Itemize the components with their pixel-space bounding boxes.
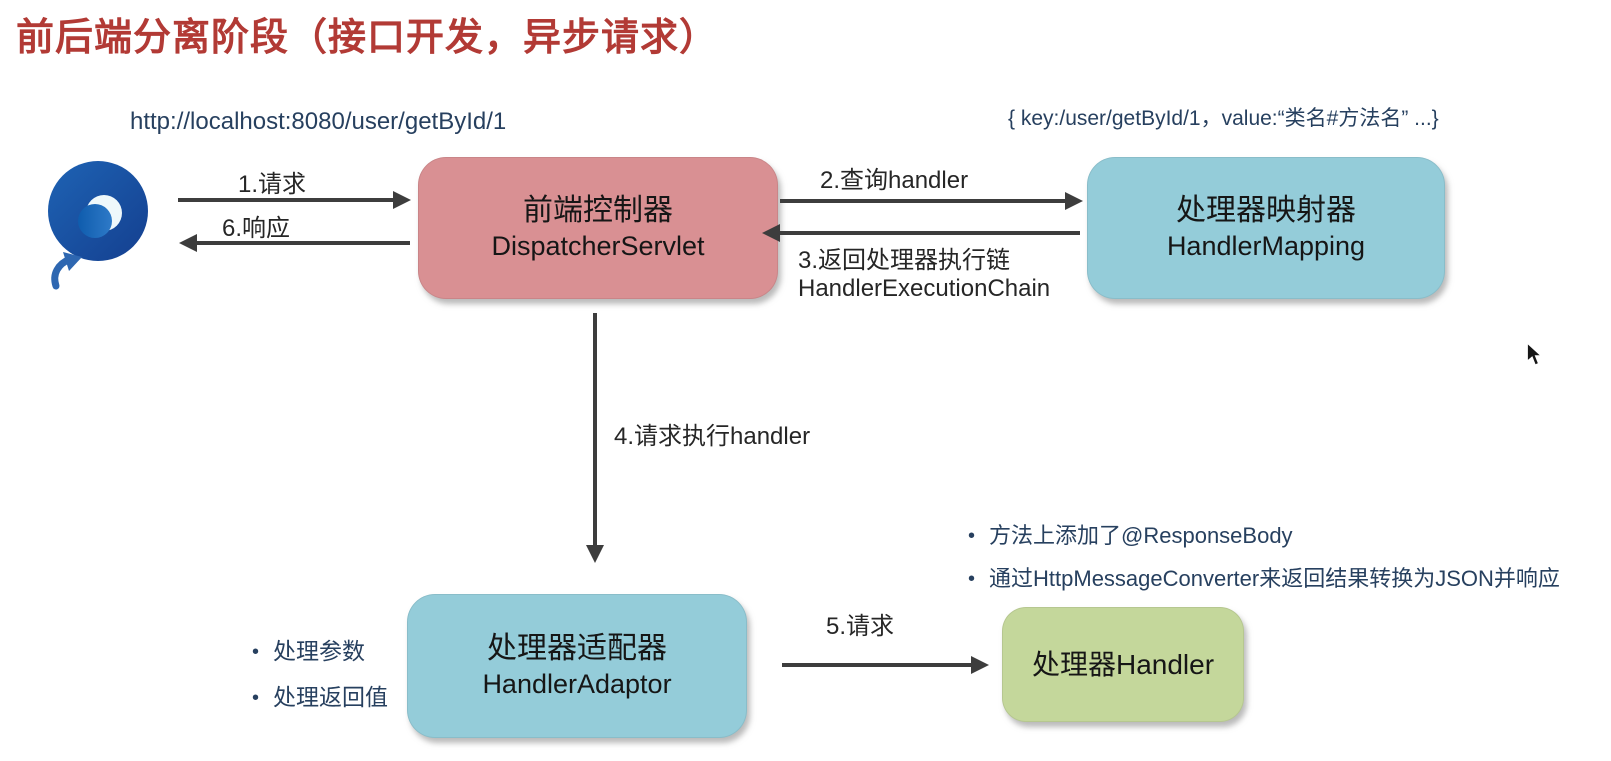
request-url-text: http://localhost:8080/user/getById/1	[130, 108, 507, 135]
adaptor-note-return-value: 处理返回值	[252, 678, 388, 712]
handler-note-responsebody: 方法上添加了@ResponseBody	[968, 518, 1293, 550]
arrow-step6-response	[179, 234, 410, 252]
node-handler-mapping-name-en: HandlerMapping	[1166, 230, 1366, 261]
node-handler-adaptor-name-cn: 处理器适配器	[487, 632, 667, 666]
arrow-step6-label: 6.响应	[222, 215, 291, 242]
node-handler-name: 处理器Handler	[1031, 649, 1215, 680]
edge-browser-icon	[48, 161, 148, 290]
node-handler-mapping-name-cn: 处理器映射器	[1176, 194, 1356, 228]
arrow-step1-label: 1.请求	[238, 171, 307, 198]
node-handler: 处理器Handler	[1002, 607, 1244, 722]
arrow-step2-query-handler	[780, 192, 1083, 210]
node-dispatcher-servlet: 前端控制器 DispatcherServlet	[418, 157, 778, 299]
arrow-step4-execute-handler	[586, 313, 604, 563]
arrow-step5-label: 5.请求	[826, 613, 895, 640]
handler-mapping-registry-note: { key:/user/getById/1，value:“类名#方法名” ...…	[1008, 107, 1439, 130]
arrow-step3-label-line1: 3.返回处理器执行链	[798, 247, 1011, 274]
mouse-cursor-icon	[1526, 342, 1543, 366]
node-dispatcher-name-en: DispatcherServlet	[491, 230, 705, 261]
node-handler-adaptor: 处理器适配器 HandlerAdaptor	[407, 594, 747, 738]
arrow-step5-request	[782, 656, 989, 674]
node-dispatcher-name-cn: 前端控制器	[523, 194, 673, 228]
arrow-step1-request	[178, 191, 411, 209]
node-handler-mapping: 处理器映射器 HandlerMapping	[1087, 157, 1445, 299]
adaptor-note-parameters: 处理参数	[252, 632, 365, 666]
arrow-step3-return-chain	[762, 224, 1080, 242]
arrow-step3-label-line2: HandlerExecutionChain	[798, 275, 1051, 302]
arrow-step4-label: 4.请求执行handler	[614, 423, 811, 450]
page-title: 前后端分离阶段（接口开发，异步请求）	[16, 17, 719, 59]
node-handler-adaptor-name-en: HandlerAdaptor	[482, 668, 672, 699]
handler-note-httpmessageconverter: 通过HttpMessageConverter来返回结果转换为JSON并响应	[968, 561, 1560, 593]
arrow-step2-label: 2.查询handler	[820, 167, 969, 194]
